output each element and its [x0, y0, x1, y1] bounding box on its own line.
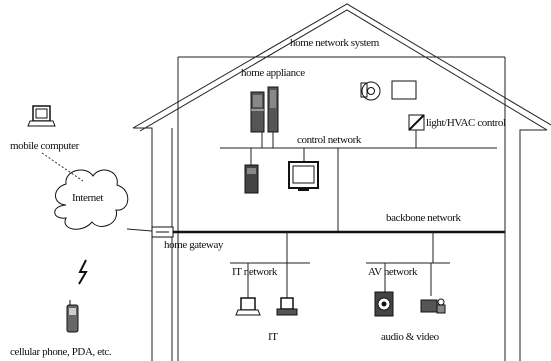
control-network-label: control network — [297, 134, 362, 146]
light-switch-icon — [408, 114, 425, 131]
gateway-device-icon — [151, 226, 174, 238]
video-camera-icon — [420, 298, 446, 314]
cellphone-icon — [66, 300, 79, 333]
it-laptop-icon — [235, 297, 261, 316]
home-gateway-label: home gateway — [164, 239, 224, 251]
internet-label: Internet — [72, 192, 103, 204]
av-network-label: AV network — [368, 266, 418, 278]
light-hvac-label: light/HVAC control — [426, 117, 506, 129]
internet-cloud — [54, 169, 129, 230]
mobile-computer-icon — [27, 105, 56, 127]
cellular-label: cellular phone, PDA, etc. — [10, 346, 112, 358]
appliance-2-icon — [267, 86, 279, 133]
internet-gateway-link — [126, 228, 153, 232]
it-label: IT — [268, 331, 278, 343]
wireless-signal-icon — [78, 259, 88, 285]
house-outline — [132, 3, 551, 361]
appliance-1-icon — [250, 91, 265, 133]
house-title: home network system — [290, 37, 380, 49]
fan-icon — [360, 81, 381, 101]
control-box-icon — [391, 80, 417, 100]
speaker-icon — [374, 291, 394, 317]
backbone-network-label: backbone network — [386, 212, 461, 224]
wireless-link-mobile — [41, 152, 84, 182]
it-network-label: IT network — [232, 266, 278, 278]
it-computer-icon — [276, 297, 298, 316]
mobile-computer-label: mobile computer — [10, 140, 80, 152]
audio-video-label: audio & video — [381, 331, 440, 343]
tower-device-icon — [244, 164, 259, 194]
monitor-icon — [288, 161, 319, 191]
home-appliance-label: home appliance — [241, 67, 305, 79]
